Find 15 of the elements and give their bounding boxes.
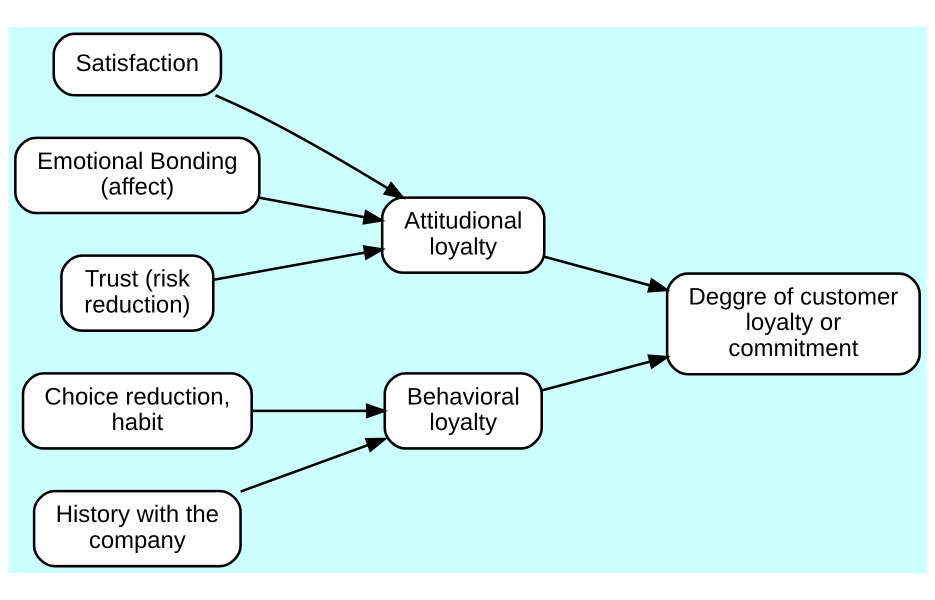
node-box: History with the company xyxy=(32,490,242,568)
node-box: Trust (risk reduction) xyxy=(60,254,215,332)
node-box: Behavioral loyalty xyxy=(383,372,543,450)
arrow xyxy=(259,196,386,225)
node-box: Satisfaction xyxy=(52,32,222,97)
arrow xyxy=(214,94,406,200)
arrow xyxy=(542,354,671,392)
arrow xyxy=(240,438,388,493)
arrow xyxy=(544,256,670,293)
node-box: Emotional Bonding (affect) xyxy=(14,136,261,214)
node-box: Deggre of customer loyalty or commitment xyxy=(666,272,921,376)
node-box: Choice reduction, habit xyxy=(22,372,253,450)
node-box: Attitudional loyalty xyxy=(380,196,546,274)
arrow xyxy=(214,245,386,281)
arrow xyxy=(252,403,388,419)
